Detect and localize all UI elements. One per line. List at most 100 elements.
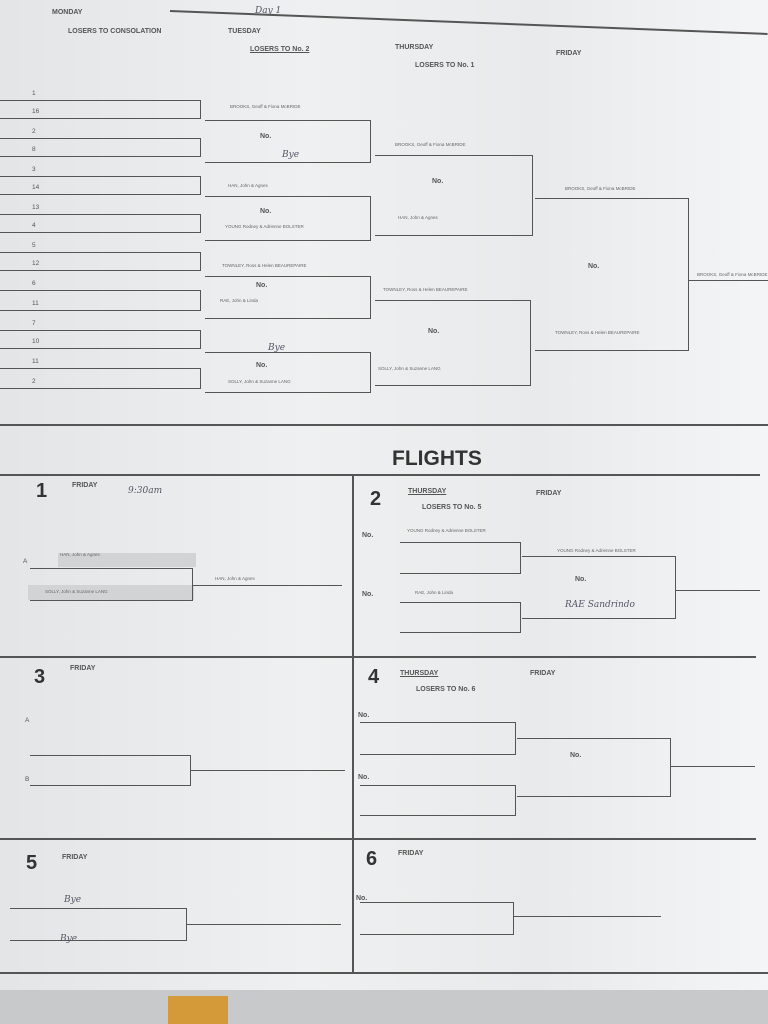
seed-number: 7: [32, 320, 36, 327]
bracket-line: [0, 118, 200, 119]
bracket-line: [0, 368, 200, 369]
bracket-line: [517, 796, 670, 797]
bracket-line: [200, 214, 201, 233]
team-name: YOUNG Rodney & Adrienne BOLSTER: [225, 224, 304, 229]
bracket-line: [530, 300, 531, 386]
seed-number: 14: [32, 184, 40, 191]
seed-number: 6: [32, 280, 36, 287]
bracket-line: [370, 276, 371, 319]
seed-number: 4: [32, 222, 36, 229]
side-label: A: [25, 717, 30, 724]
bracket-line: [370, 196, 371, 241]
bracket-line: [0, 310, 200, 311]
side-label: B: [25, 776, 30, 783]
team-name: BROOKS, Geoff & Fiona McBRIDE: [697, 272, 768, 277]
match-no-label: No.: [260, 208, 272, 215]
team-name: YOUNG Rodney & Adrienne BOLSTER: [557, 548, 636, 553]
flight-day: THURSDAY: [400, 670, 439, 677]
side-label: A: [23, 558, 28, 565]
flight-number: 2: [370, 488, 382, 510]
bracket-line: [515, 785, 516, 816]
divider: [0, 424, 768, 426]
bracket-line: [375, 300, 530, 301]
team-name: TOWNLEY, Ross & Helen BEAUREPAIRE: [222, 263, 307, 268]
team-name: RAE, John & Linda: [415, 590, 454, 595]
seed-number: 2: [32, 378, 36, 385]
bracket-line: [200, 100, 201, 119]
bracket-line: [400, 632, 520, 633]
bracket-line: [688, 280, 768, 281]
handwritten-bye: Bye: [282, 150, 300, 160]
flight-number: 6: [366, 848, 378, 870]
bracket-line: [360, 934, 513, 935]
bracket-line: [205, 162, 370, 163]
seed-number: 12: [32, 260, 40, 267]
team-name: BROOKS, Geoff & Fiona McBRIDE: [230, 104, 301, 109]
bracket-line: [360, 815, 515, 816]
seed-number: 5: [32, 242, 36, 249]
bracket-line: [535, 350, 688, 351]
handwritten-bye: Bye: [64, 895, 82, 905]
team-name: TOWNLEY, Ross & Helen BEAUREPAIRE: [555, 330, 640, 335]
bracket-line: [360, 785, 515, 786]
header-thursday: THURSDAY: [395, 44, 434, 51]
bracket-line: [370, 120, 371, 163]
bracket-line: [0, 330, 200, 331]
bracket-line: [515, 722, 516, 755]
bracket-line: [400, 602, 520, 603]
team-name: HAN, John & Agnes: [60, 552, 100, 557]
bracket-line: [10, 940, 186, 941]
bracket-line: [522, 556, 675, 557]
bracket-line: [688, 198, 689, 351]
handwritten-bye: Bye: [60, 934, 78, 944]
wooden-frame: [168, 996, 228, 1024]
team-name: RAE, John & Linda: [220, 298, 259, 303]
bracket-line: [205, 240, 370, 241]
team-name: HAN, John & Agnes: [215, 576, 255, 581]
team-name: BROOKS, Geoff & Fiona McBRIDE: [395, 142, 466, 147]
header-friday: FRIDAY: [556, 50, 582, 57]
bracket-line: [360, 902, 513, 903]
match-no-label: No.: [256, 362, 268, 369]
handwritten-note: RAE Sandrindo: [565, 600, 635, 610]
bracket-line: [30, 568, 192, 569]
bracket-line: [375, 235, 532, 236]
team-name: HAN, John & Agnes: [228, 183, 268, 188]
bracket-line: [192, 568, 193, 601]
bracket-line: [400, 573, 520, 574]
table-surface: [0, 990, 768, 1024]
divider: [0, 474, 760, 476]
handwritten-bye: Bye: [268, 343, 286, 353]
bracket-line: [675, 590, 760, 591]
bracket-line: [513, 902, 514, 935]
bracket-line: [30, 755, 190, 756]
bracket-line: [400, 542, 520, 543]
match-no-label: No.: [570, 752, 582, 759]
bracket-line: [522, 618, 675, 619]
flight-losers: LOSERS TO No. 6: [416, 686, 476, 693]
match-no-label: No.: [358, 774, 370, 781]
bracket-line: [192, 585, 342, 586]
match-no-label: No.: [575, 576, 587, 583]
flights-title: FLIGHTS: [392, 447, 482, 470]
bracket-line: [30, 785, 190, 786]
flight-losers: LOSERS TO No. 5: [422, 504, 482, 511]
team-name: SOLLY, John & Suzanne LANG: [378, 366, 441, 371]
seed-number: 2: [32, 128, 36, 135]
bracket-line: [517, 738, 670, 739]
bracket-line: [200, 290, 201, 311]
match-no-label: No.: [432, 178, 444, 185]
bracket-line: [535, 198, 688, 199]
handwritten-note: Day 1: [255, 6, 282, 16]
header-monday: MONDAY: [52, 9, 83, 16]
flight-day: FRIDAY: [70, 665, 96, 672]
bracket-line: [186, 924, 341, 925]
bracket-line: [360, 722, 515, 723]
bracket-line: [0, 348, 200, 349]
bracket-line: [375, 155, 532, 156]
bracket-line: [360, 754, 515, 755]
bracket-line: [0, 388, 200, 389]
bracket-line: [0, 270, 200, 271]
seed-number: 10: [32, 338, 40, 345]
bracket-line: [0, 290, 200, 291]
